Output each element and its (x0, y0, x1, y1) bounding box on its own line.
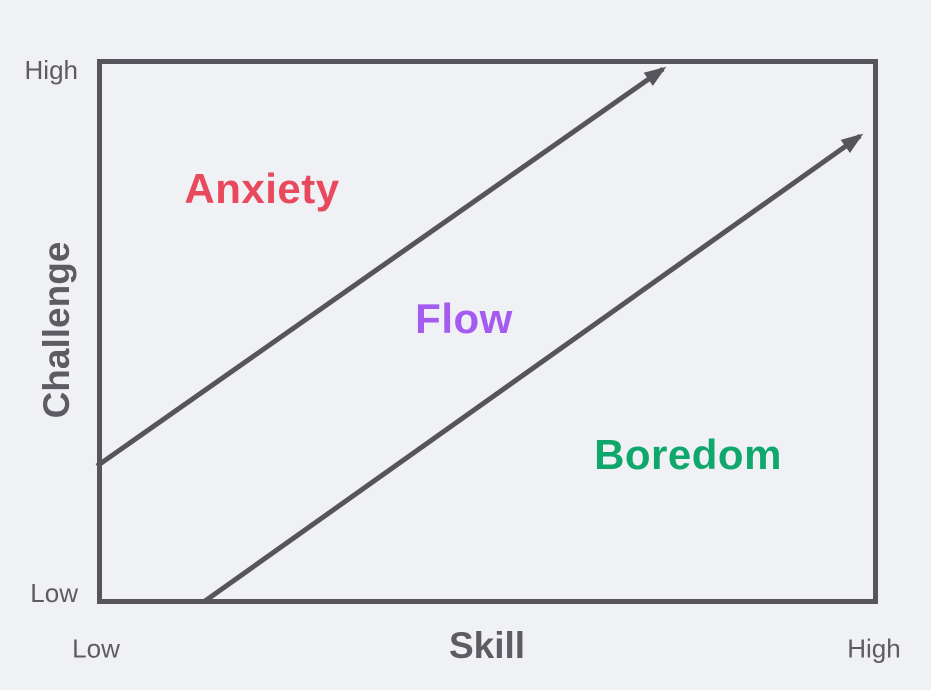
region-label-flow: Flow (415, 295, 513, 342)
x-axis-title: Skill (448, 625, 526, 666)
x-axis-high-tick-label: High (847, 633, 901, 664)
y-axis-low-tick-label: Low (30, 578, 78, 608)
x-axis-low-tick-label: Low (72, 633, 120, 664)
flow-channel-lower-arrow (203, 133, 864, 604)
flow-channel-upper-arrow (95, 66, 667, 469)
region-label-boredom: Boredom (594, 431, 782, 478)
region-label-anxiety: Anxiety (184, 165, 340, 212)
y-axis-high-tick-label: High (24, 55, 78, 85)
y-axis-title: Challenge (36, 241, 77, 419)
plot-area-border (97, 59, 878, 604)
